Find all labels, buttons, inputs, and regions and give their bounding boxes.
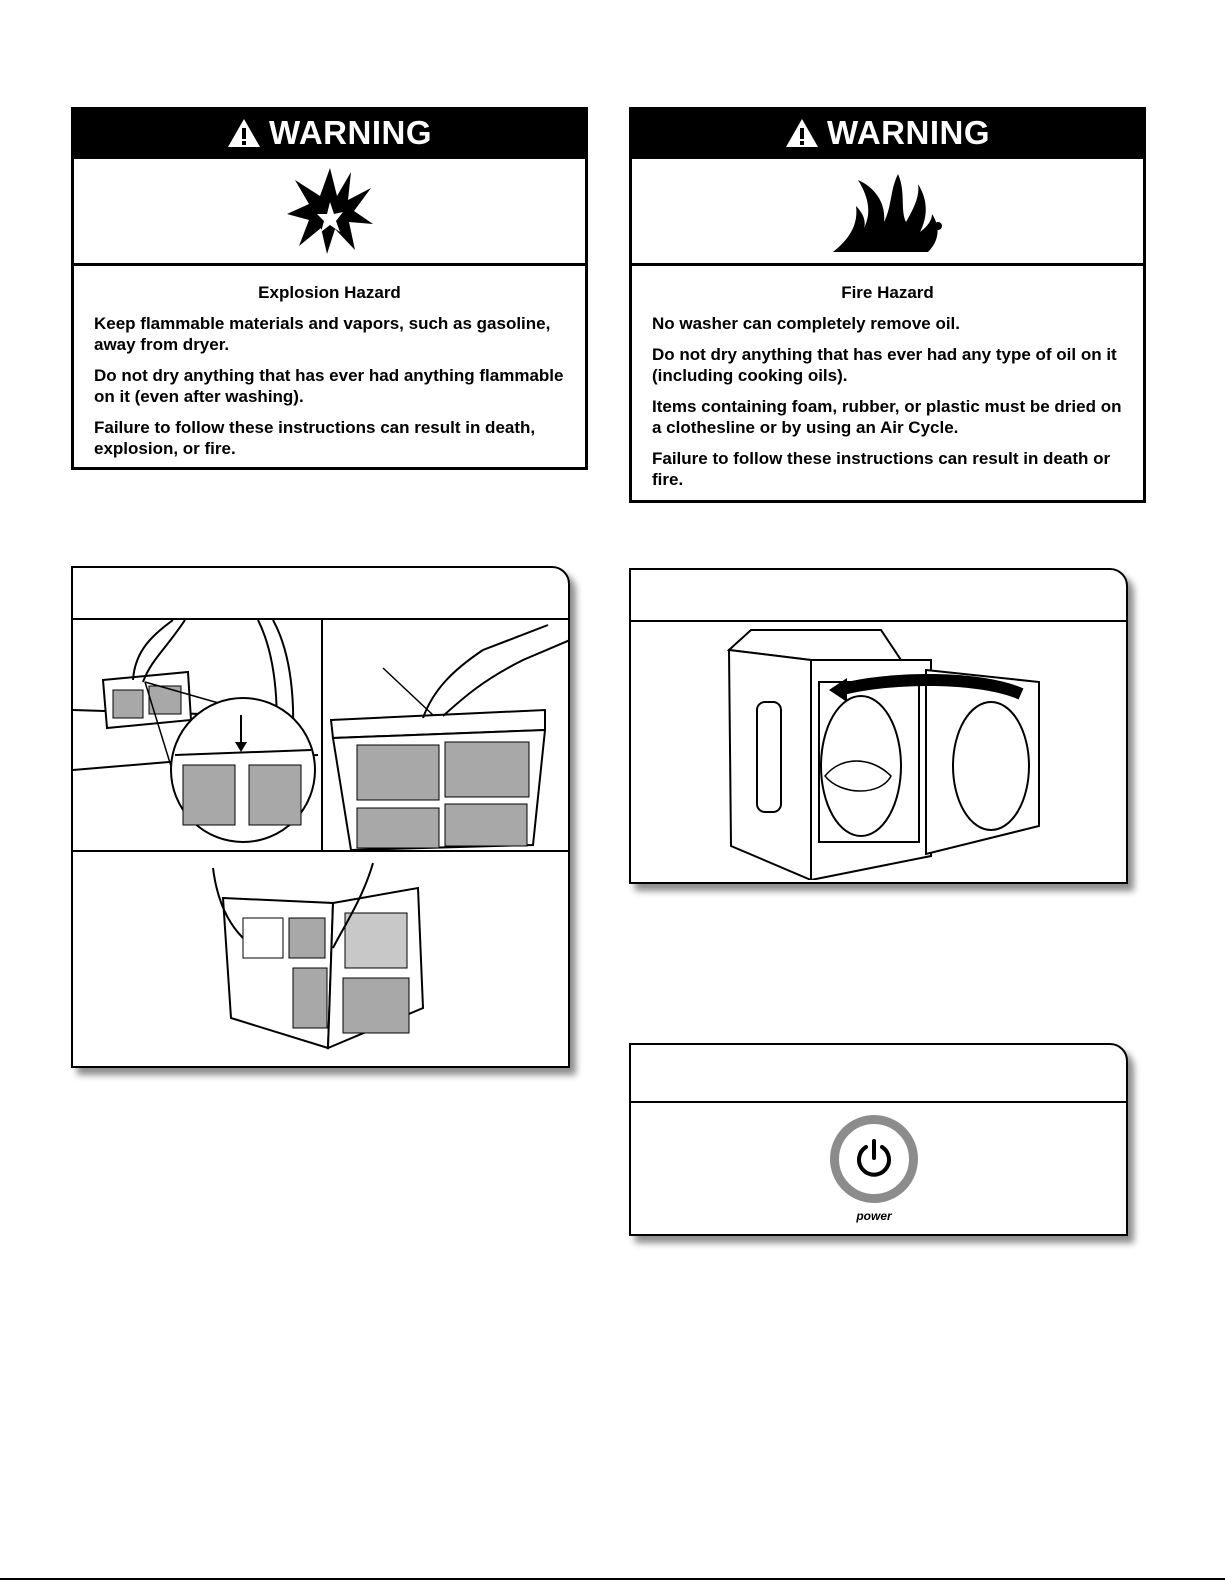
warning-heading: WARNING [269,114,432,151]
fire-icon [832,174,942,252]
lint-screen-cleaning-illustration [212,862,425,1050]
warning-line: Failure to follow these instructions can… [652,449,1111,489]
symbol-area [74,159,585,266]
explosion-warning-box: WARNING Explosion Hazard Keep flammable … [71,107,588,470]
alert-triangle-icon [786,119,818,147]
open-dryer-illustration [726,629,1040,880]
panel-divider-vertical [321,620,323,850]
warning-banner: WARNING [74,110,585,159]
warning-banner: WARNING [632,110,1143,159]
hazard-title: Explosion Hazard [258,283,401,302]
panel-header [631,570,1126,622]
warning-heading: WARNING [827,114,990,151]
lint-screen-grip-illustration [329,624,568,850]
warning-line: Do not dry anything that has ever had an… [652,345,1117,385]
power-icon [857,1139,891,1177]
warning-text: Fire Hazard No washer can completely rem… [632,266,1143,512]
alert-triangle-icon [228,119,260,147]
power-button[interactable] [830,1115,918,1203]
warning-line: No washer can completely remove oil. [652,314,961,333]
panel-header [73,568,568,620]
hazard-title: Fire Hazard [841,283,934,302]
symbol-area [632,159,1143,266]
warning-line: Keep flammable materials and vapors, suc… [94,314,551,354]
warning-line: Items containing foam, rubber, or plasti… [652,397,1122,437]
warning-line: Failure to follow these instructions can… [94,418,536,458]
warning-line: Do not dry anything that has ever had an… [94,366,564,406]
footer-rule [0,1578,1225,1580]
lint-screen-removal-illustration [73,620,319,843]
warning-text: Explosion Hazard Keep flammable material… [74,266,585,481]
lint-screen-panel [71,566,570,1068]
panel-header [631,1045,1126,1103]
panel-divider-horizontal [73,850,568,852]
explosion-icon [286,168,373,254]
power-label: power [856,1209,892,1223]
power-panel: power [629,1043,1128,1236]
fire-warning-box: WARNING Fire Hazard No washer can comple… [629,107,1146,503]
dryer-door-panel [629,568,1128,884]
